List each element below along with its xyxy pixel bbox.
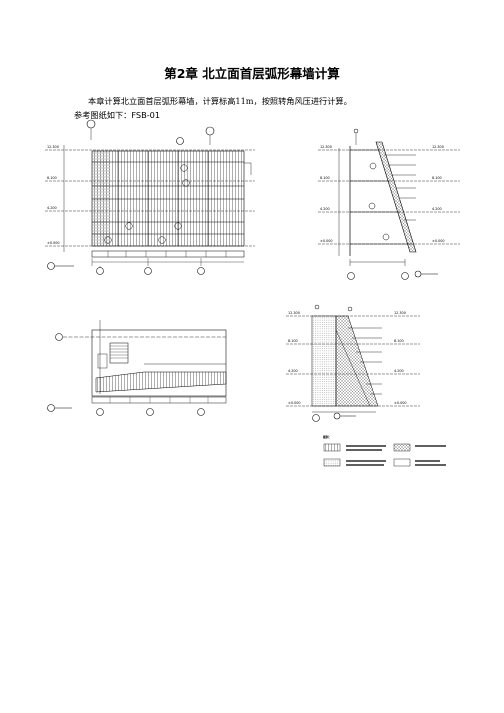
svg-text:8.100: 8.100	[432, 176, 442, 180]
svg-text:12.300: 12.300	[394, 311, 406, 315]
svg-text:±0.000: ±0.000	[47, 241, 60, 245]
legend: 图例：	[323, 435, 446, 467]
svg-text:12.300: 12.300	[288, 311, 300, 315]
svg-text:4.200: 4.200	[47, 206, 57, 210]
chapter-title: 第2章 北立面首层弧形幕墙计算	[164, 66, 340, 81]
plan-drawing	[47, 320, 227, 416]
svg-text:±0.000: ±0.000	[288, 401, 301, 405]
svg-text:4.200: 4.200	[432, 207, 442, 211]
svg-text:4.200: 4.200	[320, 207, 330, 211]
svg-text:12.300: 12.300	[320, 145, 332, 149]
drawing-code: FSB-01	[131, 110, 161, 120]
svg-text:8.100: 8.100	[288, 339, 298, 343]
svg-text:4.200: 4.200	[394, 369, 404, 373]
svg-text:12.300: 12.300	[47, 145, 59, 149]
svg-text:4.200: 4.200	[288, 369, 298, 373]
reference-prefix: 参考图纸如下：	[74, 110, 132, 120]
svg-text:8.100: 8.100	[320, 176, 330, 180]
reference-paragraph: 参考图纸如下：FSB-01	[74, 109, 160, 121]
svg-text:8.100: 8.100	[394, 339, 404, 343]
section-drawing: 12.300 8.100 4.200 ±0.000 12.300 8.100 4…	[318, 128, 460, 280]
detail-elevation-drawing: 12.300 8.100 4.200 ±0.000 12.300 8.100 4…	[286, 304, 420, 422]
svg-text:±0.000: ±0.000	[432, 239, 445, 243]
svg-text:图例：: 图例：	[323, 435, 331, 439]
svg-text:12.300: 12.300	[432, 145, 444, 149]
svg-text:8.100: 8.100	[47, 176, 57, 180]
north-elevation-drawing: 12.300 8.100 4.200 ±0.000	[45, 119, 255, 275]
intro-paragraph: 本章计算北立面首层弧形幕墙，计算标高11m，按照转角风压进行计算。	[88, 96, 352, 106]
svg-text:±0.000: ±0.000	[394, 401, 407, 405]
svg-text:±0.000: ±0.000	[320, 239, 333, 243]
